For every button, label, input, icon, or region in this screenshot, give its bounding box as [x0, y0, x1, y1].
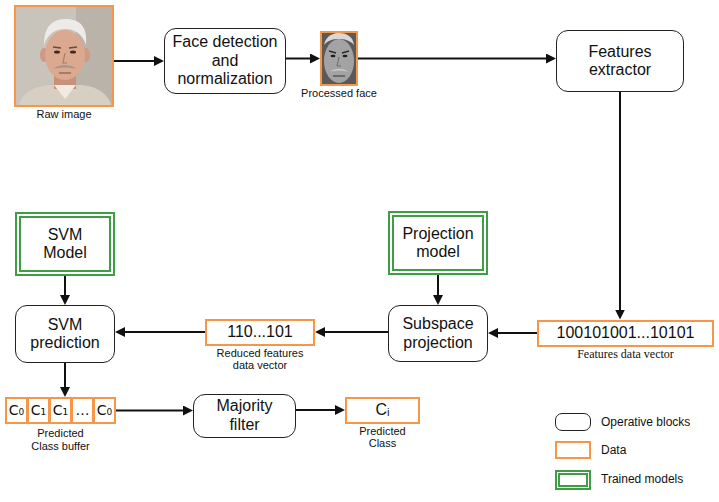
- eye: [343, 55, 348, 58]
- box-label: Majority filter: [202, 397, 287, 434]
- class-label: C₀: [7, 402, 26, 418]
- eye: [54, 51, 60, 54]
- brows: [53, 47, 77, 48]
- image-frame: Processed face: [320, 31, 358, 86]
- data-box: 100101001...10101Features data vector: [537, 320, 714, 347]
- flow-arrow: [323, 331, 388, 333]
- flow-arrow: [437, 275, 439, 297]
- class-label: C₁: [29, 402, 48, 418]
- flow-arrow: [114, 60, 156, 62]
- face: [45, 30, 85, 80]
- image-frame: Raw image: [14, 5, 114, 107]
- eye: [70, 51, 76, 54]
- flow-arrow: [116, 410, 185, 412]
- box-label: 110...101: [211, 323, 309, 341]
- model-box: SVM Model: [15, 212, 115, 276]
- buffer-cell: C₀: [93, 397, 116, 424]
- mustache: [54, 65, 76, 69]
- mouth: [333, 76, 345, 77]
- caption-label: Predicted Class buffer: [26, 427, 96, 452]
- data-box: CᵢPredicted Class: [345, 397, 420, 424]
- buffer-cell: C₀: [5, 397, 28, 424]
- process-box: Face detection and normalization: [164, 28, 286, 94]
- box-label: Subspace projection: [397, 315, 479, 352]
- box-label: Features extractor: [567, 43, 673, 80]
- flow-arrow: [296, 409, 337, 411]
- class-label: C₀: [95, 402, 114, 418]
- processed-photo: [320, 31, 358, 86]
- photo-background: [320, 31, 358, 86]
- nose: [63, 53, 67, 63]
- eye: [331, 55, 336, 58]
- model-box: Projection model: [388, 211, 488, 275]
- class-label: C₁: [51, 402, 70, 418]
- legend-label: Data: [601, 443, 626, 457]
- box-label: SVM prediction: [24, 316, 106, 353]
- box-label: Face detection and normalization: [170, 33, 280, 88]
- legend-swatch: [555, 470, 591, 490]
- data-box: 110...101Reduced features data vector: [205, 319, 315, 346]
- caption-label: Predicted Class: [348, 425, 418, 450]
- flow-arrow: [496, 332, 537, 334]
- class-label: …: [73, 402, 92, 418]
- brows: [329, 51, 349, 53]
- box-label: 100101001...10101: [543, 324, 708, 342]
- buffer-cell: C₁: [27, 397, 50, 424]
- hair: [44, 19, 86, 45]
- edge-group: [65, 59, 620, 411]
- caption-label: Features data vector: [556, 348, 696, 362]
- nose: [337, 57, 341, 66]
- raw-photo: [14, 5, 114, 107]
- shirt: [18, 85, 112, 107]
- caption-label: Reduced features data vector: [210, 347, 310, 372]
- box-label: Cᵢ: [351, 401, 414, 419]
- flow-arrow: [286, 58, 312, 60]
- caption-label: Raw image: [14, 108, 114, 121]
- mouth: [59, 72, 71, 73]
- mustache: [330, 69, 348, 72]
- legend-label: Trained models: [601, 472, 683, 486]
- buffer-cell: C₁: [49, 397, 72, 424]
- process-box: SVM prediction: [15, 305, 115, 363]
- class-buffer: C₀C₁C₁…C₀Predicted Class buffer: [5, 397, 116, 424]
- caption-label: Processed face: [294, 87, 384, 100]
- process-box: Majority filter: [193, 394, 296, 438]
- flow-arrow: [64, 363, 66, 389]
- buffer-cell: …: [71, 397, 94, 424]
- box-label: Projection model: [400, 225, 476, 262]
- photo-background: [14, 5, 114, 107]
- hair: [324, 33, 354, 45]
- face: [324, 39, 354, 83]
- flow-arrow: [64, 276, 66, 297]
- legend-swatch: [555, 441, 591, 459]
- box-label: SVM Model: [41, 226, 89, 263]
- collar: [54, 85, 76, 99]
- legend-label: Operative blocks: [601, 415, 690, 429]
- process-box: Features extractor: [556, 30, 684, 92]
- flow-arrow: [123, 331, 205, 333]
- process-box: Subspace projection: [388, 305, 488, 362]
- legend-swatch: [555, 413, 591, 431]
- flow-arrow: [358, 58, 548, 60]
- flow-arrow: [619, 92, 621, 312]
